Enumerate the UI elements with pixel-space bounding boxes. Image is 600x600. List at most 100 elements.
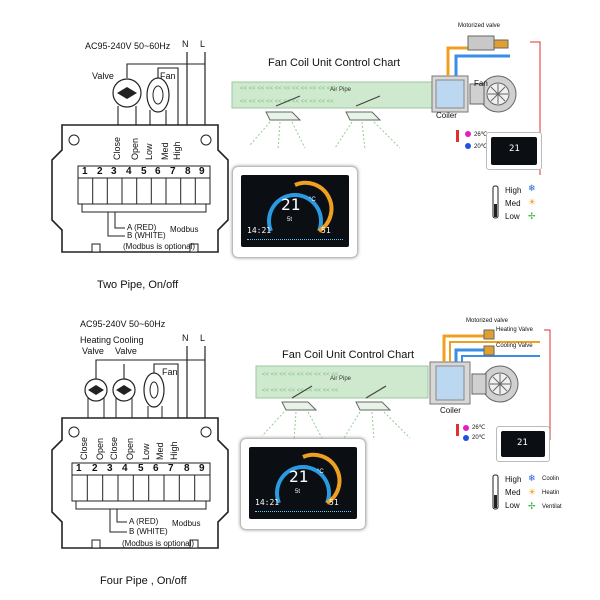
top-thermo-humidity: 51 xyxy=(321,226,331,235)
bottom-caption: Four Pipe , On/off xyxy=(100,575,187,587)
top-snowflake-icon: ❄ xyxy=(528,183,536,193)
heating-valve-motor-icon xyxy=(483,329,495,340)
bottom-snowflake-icon: ❄ xyxy=(528,473,536,483)
bottom-modbus-b: B (WHITE) xyxy=(129,527,168,536)
top-modbus-b: B (WHITE) xyxy=(127,231,166,240)
top-thermo-clock: 14:21 xyxy=(247,226,272,235)
bottom-modbus-label: Modbus xyxy=(172,519,201,528)
top-motorized-label: Motorized valve xyxy=(458,23,501,29)
top-coiler-label: Coiler xyxy=(436,111,457,120)
bottom-thermo-set: 5t xyxy=(295,489,301,495)
top-thermo-unit: °C xyxy=(309,197,316,203)
bottom-cooling-label: Cooling xyxy=(113,335,144,345)
top-term-num-1: 1 xyxy=(82,166,88,177)
bottom-mode-heat: Heatin xyxy=(542,490,560,496)
top-term-num-9: 9 xyxy=(199,166,205,177)
bottom-mini-temp: 21 xyxy=(517,438,528,448)
bottom-term-num-5: 5 xyxy=(138,463,144,474)
bottom-term-num-8: 8 xyxy=(184,463,190,474)
top-chart-title: Fan Coil Unit Control Chart xyxy=(268,57,401,69)
bottom-speed-med: Med xyxy=(505,488,521,497)
top-fan-label: Fan xyxy=(160,71,176,81)
bottom-term-num-1: 1 xyxy=(76,463,82,474)
top-term-num-8: 8 xyxy=(185,166,191,177)
top-thermostat: 21 °C 5t 14:21 51 xyxy=(232,166,358,258)
top-term-num-4: 4 xyxy=(126,166,132,177)
top-thermo-temp: 21 xyxy=(281,195,301,214)
bottom-mini-thermostat: 21 xyxy=(496,426,550,462)
bottom-term-num-3: 3 xyxy=(107,463,113,474)
top-modbus-label: Modbus xyxy=(170,225,199,234)
bottom-modbus-optional: (Modbus is optional) xyxy=(122,539,195,548)
bottom-power-label: AC95-240V 50~60Hz xyxy=(80,319,166,329)
top-modbus-optional: (Modbus is optional) xyxy=(123,242,196,251)
bottom-fan-mode-icon: ✢ xyxy=(528,501,536,511)
bottom-heating-label: Heating xyxy=(80,335,112,345)
top-sun-icon: ☀ xyxy=(528,197,537,207)
bottom-term-num-6: 6 xyxy=(153,463,159,474)
bottom-modbus-a: A (RED) xyxy=(129,517,159,526)
top-fan-mode-icon: ✢ xyxy=(528,211,536,221)
bottom-cooling-valve-label: Valve xyxy=(115,346,137,356)
svg-text:<< << << << << << << << <<: << << << << << << << << << xyxy=(262,388,339,394)
top-thermo-buttons xyxy=(247,239,343,245)
cooling-valve-motor-icon xyxy=(483,345,495,356)
top-wiring-lines xyxy=(51,52,229,253)
top-temp-high: 26℃ xyxy=(474,132,488,138)
top-term-num-2: 2 xyxy=(97,166,103,177)
bottom-term-num-4: 4 xyxy=(122,463,128,474)
bottom-coiler-label: Coiler xyxy=(440,406,461,415)
top-temp-low: 20℃ xyxy=(474,144,488,150)
bottom-fan-label: Fan xyxy=(162,367,178,377)
top-caption: Two Pipe, On/off xyxy=(97,279,179,291)
bottom-l-label: L xyxy=(200,333,206,343)
bottom-sun-icon: ☀ xyxy=(528,487,537,497)
bottom-heating-valve-label: Valve xyxy=(82,346,104,356)
bottom-thermostat: 21 °C 5t 14:21 51 xyxy=(240,438,366,530)
bottom-air-pipe xyxy=(255,365,429,399)
top-mini-thermostat: 21 xyxy=(486,132,542,170)
bottom-thermo-clock: 14:21 xyxy=(255,498,280,507)
top-n-label: N xyxy=(182,39,189,49)
bottom-temp-high: 26℃ xyxy=(472,425,486,431)
bottom-mode-cool: Coolin xyxy=(542,476,560,482)
bottom-thermo-temp: 21 xyxy=(289,467,309,486)
bottom-thermo-unit: °C xyxy=(317,469,324,475)
top-speed-med: Med xyxy=(505,199,521,208)
top-power-label: AC95-240V 50~60Hz xyxy=(85,41,171,51)
bottom-heating-tag: Heating Valve xyxy=(496,327,533,333)
bottom-air-pipe-label: Air Pipe xyxy=(330,376,352,382)
bottom-motorized-label: Motorized valve xyxy=(466,318,509,324)
bottom-chart-title: Fan Coil Unit Control Chart xyxy=(282,349,415,361)
top-term-num-3: 3 xyxy=(111,166,117,177)
bottom-n-label: N xyxy=(182,333,189,343)
svg-text:<< << << << << << << << << <<: << << << << << << << << << << << xyxy=(240,86,334,92)
top-chart-graphics: << << << << << << << << << << << << << <… xyxy=(231,35,541,219)
bottom-mode-vent: Ventilat xyxy=(542,504,562,510)
bottom-cooling-tag: Cooling Valve xyxy=(496,343,533,349)
bottom-temp-low: 20℃ xyxy=(472,435,486,441)
top-term-num-7: 7 xyxy=(170,166,176,177)
top-fan-unit-label: Fan xyxy=(474,79,488,88)
top-modbus-a: A (RED) xyxy=(127,223,157,232)
top-air-pipe xyxy=(231,81,433,109)
bottom-speed-high: High xyxy=(505,475,522,484)
top-air-pipe-label: Air Pipe xyxy=(330,87,352,93)
bottom-speed-low: Low xyxy=(505,501,520,510)
top-speed-high: High xyxy=(505,186,522,195)
bottom-thermo-buttons xyxy=(255,511,351,517)
bottom-term-num-7: 7 xyxy=(168,463,174,474)
top-term-num-6: 6 xyxy=(155,166,161,177)
top-valve-label: Valve xyxy=(92,71,114,81)
bottom-thermo-humidity: 51 xyxy=(329,498,339,507)
top-thermo-set: 5t xyxy=(287,217,293,223)
bottom-term-num-9: 9 xyxy=(199,463,205,474)
top-term-num-5: 5 xyxy=(141,166,147,177)
top-l-label: L xyxy=(200,39,206,49)
top-mini-temp: 21 xyxy=(509,144,520,154)
svg-text:<< << << << << << << << <<: << << << << << << << << << xyxy=(262,372,339,378)
top-speed-low: Low xyxy=(505,212,520,221)
bottom-term-num-2: 2 xyxy=(92,463,98,474)
